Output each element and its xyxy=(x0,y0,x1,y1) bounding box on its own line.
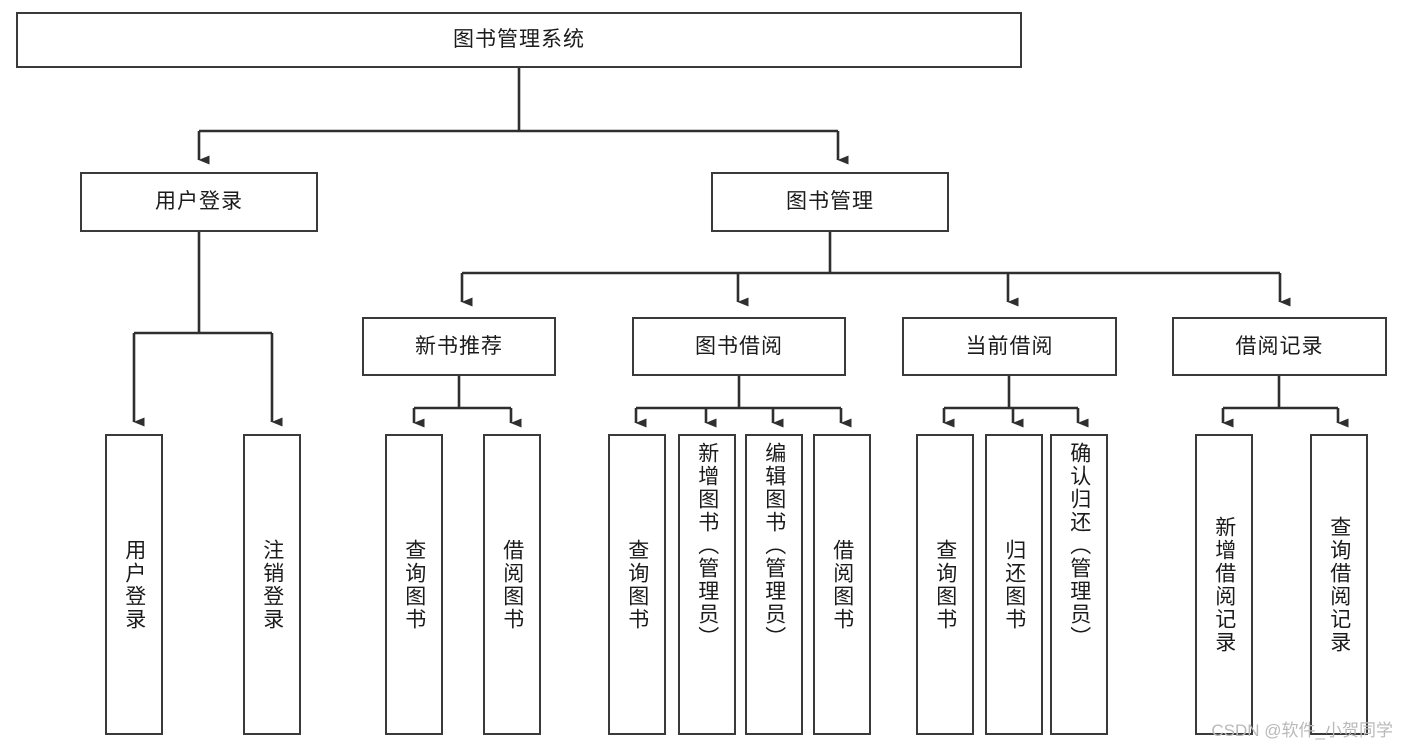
leaf-label: 注销登录 xyxy=(260,538,284,631)
node-label: 用户登录 xyxy=(155,190,243,214)
leaf-label: 归还图书 xyxy=(1002,538,1026,631)
node-new-book-recommend[interactable]: 新书推荐 xyxy=(362,317,556,376)
leaf-current-borrow-confirm-return[interactable]: 确认归还（管理员） xyxy=(1050,434,1108,735)
leaf-label: 新增借阅记录 xyxy=(1212,515,1236,654)
leaf-label: 确认归还（管理员） xyxy=(1067,442,1091,649)
node-label: 新书推荐 xyxy=(415,334,503,358)
leaf-label: 借阅图书 xyxy=(500,538,524,631)
leaf-label: 编辑图书（管理员） xyxy=(762,442,786,649)
node-borrow-record[interactable]: 借阅记录 xyxy=(1172,317,1387,376)
leaf-user-login-login[interactable]: 用户登录 xyxy=(105,434,163,735)
leaf-book-borrow-borrow[interactable]: 借阅图书 xyxy=(813,434,871,735)
leaf-current-borrow-query[interactable]: 查询图书 xyxy=(916,434,974,735)
leaf-borrow-record-add[interactable]: 新增借阅记录 xyxy=(1195,434,1253,735)
leaf-new-book-borrow[interactable]: 借阅图书 xyxy=(483,434,541,735)
leaf-label: 查询图书 xyxy=(625,538,649,631)
leaf-label: 新增图书（管理员） xyxy=(695,442,719,649)
node-current-borrow[interactable]: 当前借阅 xyxy=(902,317,1117,376)
node-label: 图书借阅 xyxy=(695,334,783,358)
node-root-book-management-system[interactable]: 图书管理系统 xyxy=(16,12,1022,68)
leaf-label: 查询图书 xyxy=(933,538,957,631)
node-label: 图书管理系统 xyxy=(453,28,585,52)
leaf-user-login-logout[interactable]: 注销登录 xyxy=(243,434,301,735)
node-user-login[interactable]: 用户登录 xyxy=(80,172,318,232)
leaf-label: 用户登录 xyxy=(122,538,146,631)
node-book-management[interactable]: 图书管理 xyxy=(711,172,949,232)
leaf-borrow-record-query[interactable]: 查询借阅记录 xyxy=(1310,434,1368,735)
leaf-label: 查询图书 xyxy=(402,538,426,631)
node-book-borrow[interactable]: 图书借阅 xyxy=(632,317,846,376)
leaf-book-borrow-edit[interactable]: 编辑图书（管理员） xyxy=(745,434,803,735)
leaf-label: 查询借阅记录 xyxy=(1327,515,1351,654)
leaf-book-borrow-query[interactable]: 查询图书 xyxy=(608,434,666,735)
node-label: 当前借阅 xyxy=(965,334,1054,358)
node-label: 图书管理 xyxy=(786,190,874,214)
leaf-current-borrow-return[interactable]: 归还图书 xyxy=(985,434,1043,735)
leaf-book-borrow-add[interactable]: 新增图书（管理员） xyxy=(678,434,736,735)
leaf-new-book-query[interactable]: 查询图书 xyxy=(385,434,443,735)
node-label: 借阅记录 xyxy=(1235,334,1324,358)
leaf-label: 借阅图书 xyxy=(830,538,854,631)
